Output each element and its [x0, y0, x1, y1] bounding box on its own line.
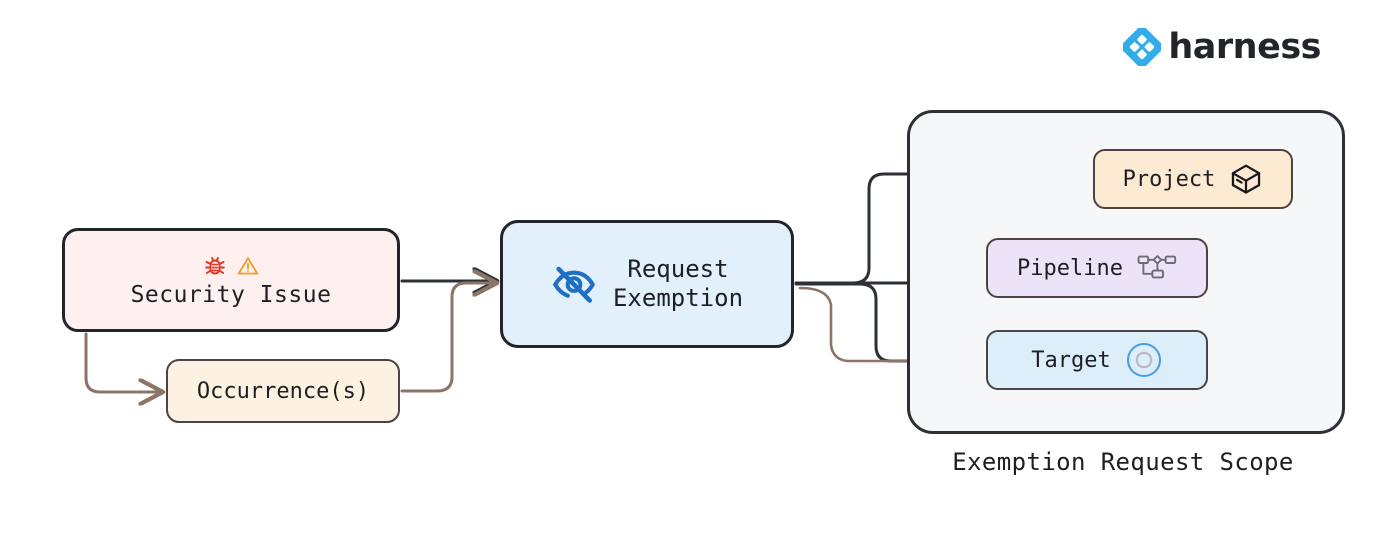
pipeline-label: Pipeline [1017, 255, 1123, 281]
pipeline-nodes-icon [1137, 253, 1177, 283]
target-label: Target [1031, 347, 1111, 373]
target-circle-icon [1125, 341, 1163, 379]
node-occurrences[interactable]: Occurrence(s) [166, 359, 400, 423]
warning-triangle-icon [236, 254, 260, 278]
security-issue-icons [203, 252, 260, 280]
node-target[interactable]: Target [986, 330, 1208, 390]
edge-occurrences-to-request-exemption [400, 283, 496, 393]
node-security-issue[interactable]: Security Issue [62, 228, 400, 332]
exemption-request-scope-label: Exemption Request Scope [952, 448, 1294, 476]
node-pipeline[interactable]: Pipeline [986, 238, 1208, 298]
harness-diamond-logo-icon [1121, 26, 1163, 68]
eye-slash-icon [551, 261, 597, 307]
cube-icon [1229, 162, 1263, 196]
harness-brand-name: harness [1168, 27, 1321, 67]
project-label: Project [1122, 166, 1216, 192]
security-issue-label: Security Issue [130, 282, 332, 308]
request-exemption-label: Request Exemption [612, 254, 744, 312]
edge-security-issue-to-occurrences [84, 332, 162, 392]
occurrences-label: Occurrence(s) [196, 378, 370, 404]
node-request-exemption[interactable]: Request Exemption [500, 220, 794, 348]
bug-icon [203, 254, 227, 278]
harness-brand: harness [1121, 26, 1321, 68]
node-project[interactable]: Project [1093, 149, 1293, 209]
